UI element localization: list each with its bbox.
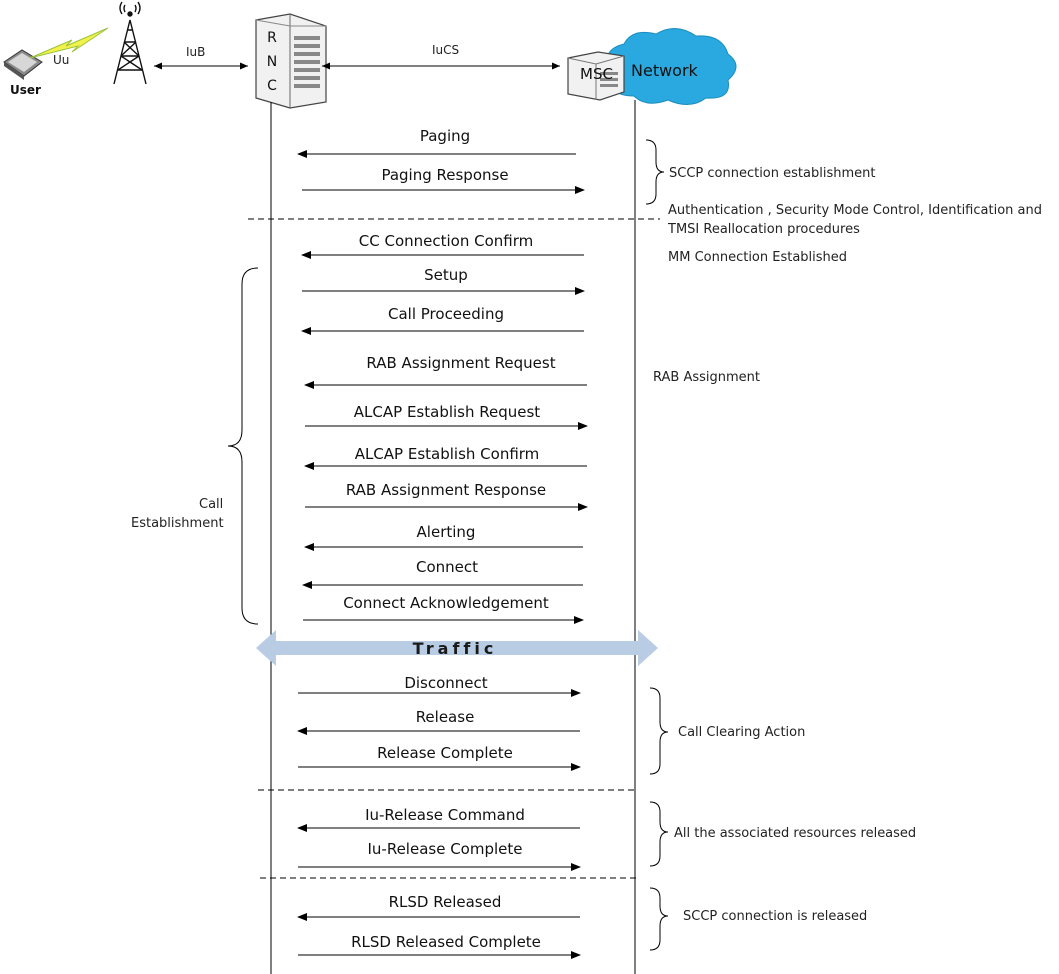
message-label: RLSD Released — [389, 893, 502, 911]
traffic-label: Traffic — [413, 639, 498, 658]
note-call-establishment-line1: Call — [199, 497, 223, 512]
msc-server-icon — [567, 51, 625, 101]
note-sccp-establishment: SCCP connection establishment — [669, 166, 875, 181]
user-label: User — [10, 83, 41, 97]
message-label: Paging — [420, 127, 470, 145]
message-label: Alerting — [417, 523, 476, 541]
message-label: ALCAP Establish Confirm — [355, 445, 540, 463]
rnc-letter-c: C — [267, 78, 277, 94]
rnc-server-icon — [255, 13, 327, 109]
note-auth-line2: TMSI Reallocation procedures — [667, 222, 860, 237]
note-resources-released: All the associated resources released — [674, 826, 916, 841]
iucs-label: IuCS — [432, 43, 459, 57]
msc-label: MSC — [580, 65, 613, 83]
message-label: Release — [416, 708, 475, 726]
traffic-band: Traffic — [256, 630, 658, 666]
message-label: Paging Response — [381, 166, 508, 184]
message-label: Call Proceeding — [388, 305, 504, 323]
message-label: CC Connection Confirm — [359, 232, 533, 250]
note-sccp-released: SCCP connection is released — [683, 909, 867, 924]
note-rab-assignment: RAB Assignment — [653, 370, 760, 385]
mobile-phone-icon — [3, 49, 43, 80]
iub-label: IuB — [186, 45, 205, 59]
note-call-establishment-line2: Establishment — [131, 516, 224, 531]
note-auth-line1: Authentication , Security Mode Control, … — [668, 203, 1042, 218]
message-label: RAB Assignment Request — [366, 354, 555, 372]
brace-call-clearing — [649, 687, 669, 775]
brace-resources-released — [649, 801, 669, 867]
antenna-tower-icon — [113, 1, 147, 85]
rnc-letter-r: R — [267, 30, 277, 46]
note-call-clearing: Call Clearing Action — [678, 725, 805, 740]
message-label: Connect Acknowledgement — [343, 594, 549, 612]
message-label: Disconnect — [404, 674, 487, 692]
rnc-letter-n: N — [267, 54, 277, 70]
uu-label: Uu — [53, 53, 69, 67]
brace-sccp-establishment — [645, 139, 665, 205]
brace-sccp-released — [649, 887, 669, 951]
network-label: Network — [631, 61, 699, 80]
message-label: RLSD Released Complete — [351, 933, 541, 951]
message-label: Setup — [424, 266, 468, 284]
message-label: Connect — [416, 558, 478, 576]
brace-call-establishment — [227, 267, 259, 625]
message-label: Release Complete — [377, 744, 513, 762]
message-label: RAB Assignment Response — [346, 481, 546, 499]
radio-link-icon — [29, 27, 109, 59]
note-mm-established: MM Connection Established — [668, 250, 847, 265]
message-label: Iu-Release Command — [365, 806, 525, 824]
message-label: Iu-Release Complete — [367, 840, 522, 858]
network-cloud-icon — [606, 28, 737, 105]
message-label: ALCAP Establish Request — [354, 403, 541, 421]
